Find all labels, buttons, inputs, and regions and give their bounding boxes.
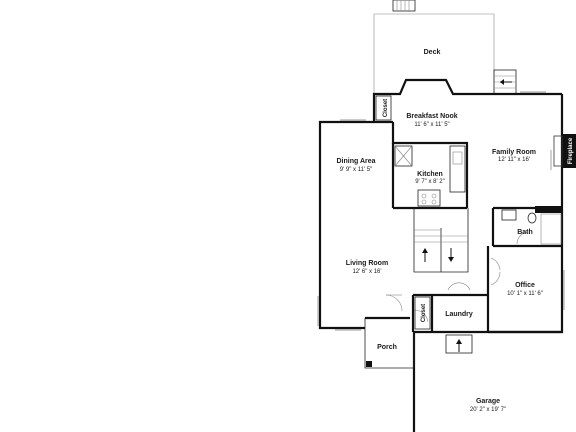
kitchen-counter-right	[449, 145, 466, 193]
kitchen-label: Kitchen	[417, 171, 443, 178]
garage-steps	[445, 334, 473, 354]
porch-post	[366, 361, 372, 367]
arrow-up-icon	[422, 248, 428, 262]
deck-stairs-top	[392, 0, 416, 12]
bath-counter	[535, 206, 562, 213]
bath-sink	[501, 209, 517, 221]
arrow-up-icon	[456, 339, 462, 352]
kitchen-sink	[452, 151, 463, 165]
interior-stairs	[414, 229, 468, 262]
bath-fixtures	[501, 209, 562, 245]
stove	[417, 189, 441, 207]
windows	[317, 91, 565, 331]
closet-lower-label: Closet	[421, 304, 427, 322]
closet-lower: Closet	[414, 296, 431, 330]
dining-area-dim: 9' 9" x 11' 5"	[340, 167, 372, 173]
living-room-label: Living Room	[346, 260, 388, 267]
refrigerator	[394, 145, 413, 167]
kitchen-dim: 9' 7" x 8' 2"	[415, 179, 445, 185]
breakfast-nook-label: Breakfast Nook	[406, 113, 457, 120]
deck-label: Deck	[424, 49, 441, 56]
office-dim: 10' 1" x 11' 6"	[507, 291, 543, 297]
arrow-down-icon	[448, 248, 454, 262]
office-label: Office	[515, 282, 535, 289]
dining-area-label: Dining Area	[336, 158, 375, 165]
fireplace-label: Fireplace	[568, 137, 574, 164]
garage-label: Garage	[476, 398, 500, 405]
living-room-dim: 12' 6" x 16'	[352, 269, 381, 275]
arrow-left-icon	[500, 79, 512, 85]
breakfast-nook-dim: 11' 6" x 11' 5"	[414, 122, 449, 128]
toilet	[527, 212, 537, 224]
fireplace: Fireplace	[553, 134, 576, 168]
doors	[385, 231, 530, 323]
garage-dim: 20' 2" x 19' 7"	[470, 407, 506, 413]
bath-label: Bath	[517, 229, 533, 236]
porch-label: Porch	[377, 344, 397, 351]
closet-upper-label: Closet	[383, 99, 389, 117]
family-room-label: Family Room	[492, 149, 536, 156]
family-room-dim: 12' 11" x 16'	[498, 157, 530, 163]
laundry-label: Laundry	[445, 311, 473, 318]
interior-walls	[364, 122, 562, 369]
shower	[540, 213, 562, 245]
kitchen-fixtures	[394, 145, 466, 207]
closet-upper: Closet	[375, 95, 392, 121]
